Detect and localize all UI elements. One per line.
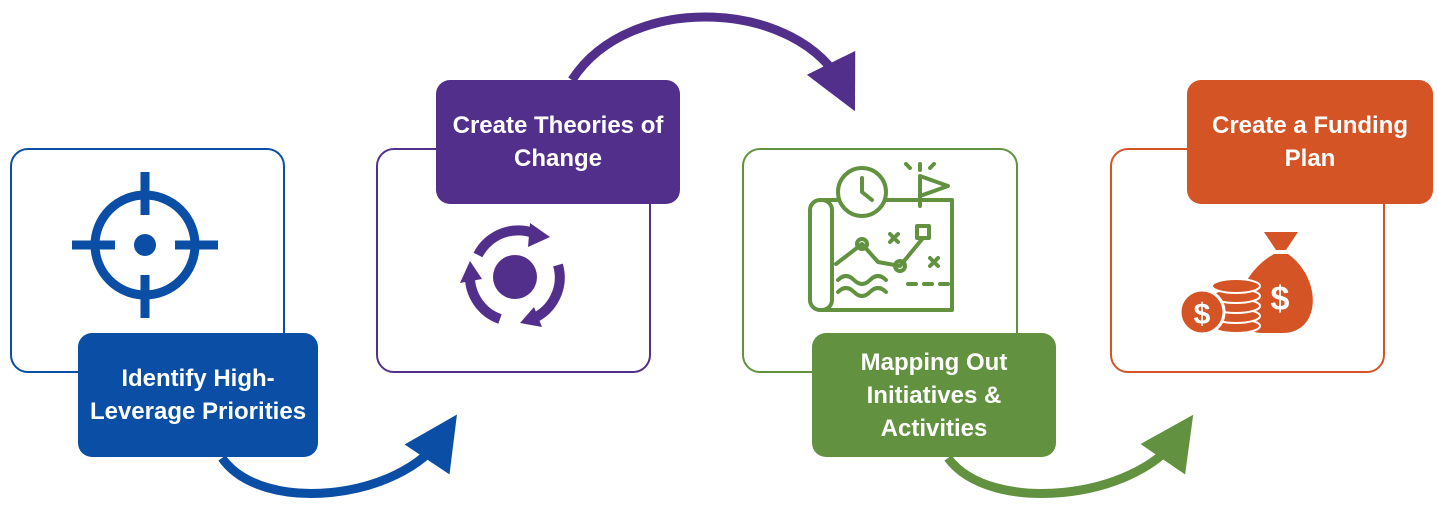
step-4-label: Create a Funding Plan [1187,80,1433,204]
svg-text:$: $ [1194,298,1211,331]
circular-arrows-cycle-icon [460,223,565,327]
crosshair-target-icon [72,172,218,318]
step-3-label-text: Mapping Out Initiatives & Activities [860,348,1008,442]
step-1-label: Identify High-Leverage Priorities [78,333,318,457]
step-4-label-text: Create a Funding Plan [1211,112,1409,172]
step-3-label: Mapping Out Initiatives & Activities [812,333,1056,457]
money-bag-coins-icon: $ $ [1178,232,1313,336]
arrow-purple-to-green [568,12,856,112]
arrow-green-to-orange [944,414,1194,498]
svg-text:$: $ [1271,280,1290,318]
step-2-label-text: Create Theories of Change [452,112,664,172]
arrow-blue-to-purple [218,414,458,498]
step-1-label-text: Identify High-Leverage Priorities [89,365,307,425]
step-2-label: Create Theories of Change [436,80,680,204]
strategy-map-clock-flag-icon [808,162,954,312]
